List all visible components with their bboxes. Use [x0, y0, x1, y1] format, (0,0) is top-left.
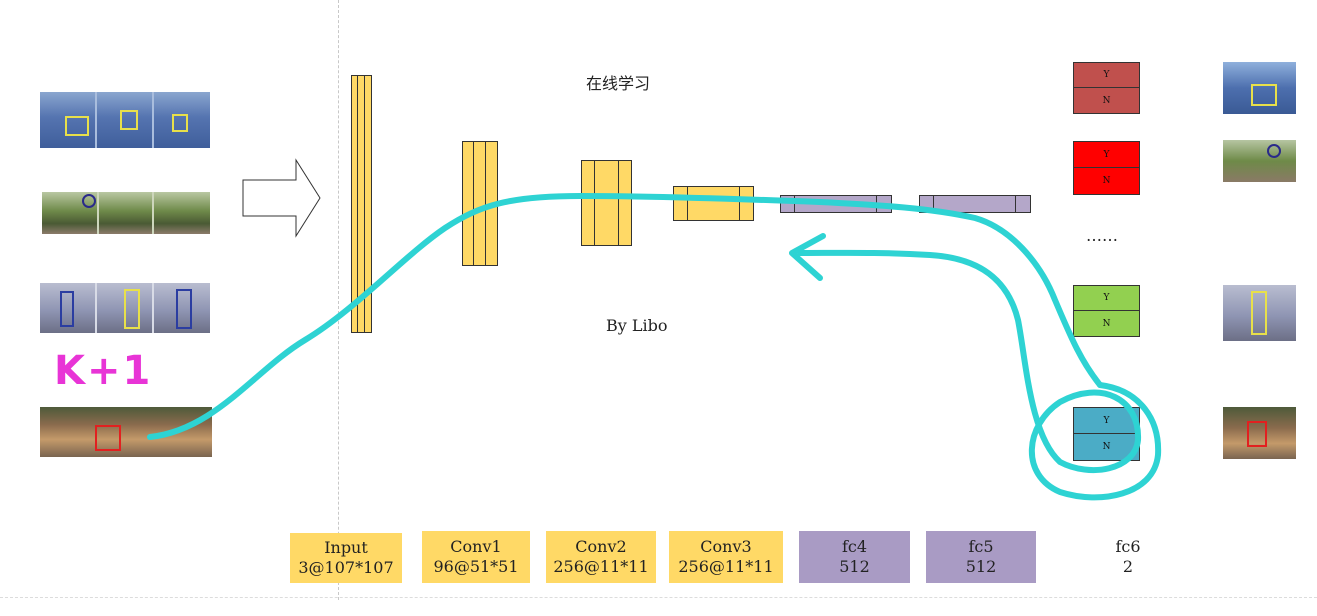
diagram-title: 在线学习 — [586, 74, 651, 93]
layer-label-fc5: fc5 512 — [926, 531, 1036, 583]
handwritten-k-plus-1: K+1 — [54, 348, 153, 394]
yn-box-2: Y N — [1073, 141, 1140, 195]
yn-box-4-no: N — [1102, 442, 1111, 452]
input-sequence-thumb-2 — [42, 192, 210, 234]
layer-label-conv2: Conv2 256@11*11 — [546, 531, 656, 583]
layer-label-fc5-name: fc5 — [968, 537, 994, 556]
input-frame-k-plus-1 — [40, 407, 212, 457]
input-sequence-thumb-3 — [40, 283, 210, 333]
input-sequence-thumb-1 — [40, 92, 210, 148]
output-thumb-1 — [1223, 62, 1296, 114]
layer-block-conv3 — [673, 186, 754, 221]
yn-box-4: Y N — [1073, 407, 1140, 461]
layer-label-fc4: fc4 512 — [799, 531, 910, 583]
yn-box-3-yes: Y — [1074, 286, 1139, 311]
diagram-credit: By Libo — [606, 316, 668, 335]
layer-label-fc6-size: 2 — [1122, 557, 1134, 576]
output-thumb-2 — [1223, 140, 1296, 182]
layer-label-fc6-name: fc6 — [1115, 537, 1141, 556]
section-divider — [338, 0, 339, 600]
layer-block-fc5 — [919, 195, 1031, 213]
layer-label-conv3-size: 256@11*11 — [678, 557, 774, 576]
layer-block-conv2 — [581, 160, 632, 246]
bottom-divider — [0, 597, 1317, 598]
yn-box-1-yes: Y — [1074, 63, 1139, 88]
layer-label-conv3: Conv3 256@11*11 — [669, 531, 783, 583]
layer-label-conv2-size: 256@11*11 — [553, 557, 649, 576]
layer-label-input-name: Input — [324, 538, 368, 557]
yn-box-2-yes: Y — [1074, 142, 1139, 168]
layer-label-conv3-name: Conv3 — [700, 537, 752, 556]
feedback-arrowhead-icon — [789, 233, 826, 281]
layer-label-input: Input 3@107*107 — [290, 533, 402, 583]
ellipsis: …… — [1086, 226, 1118, 245]
yn-box-3-no: N — [1102, 318, 1111, 329]
layer-block-input — [351, 75, 372, 333]
layer-block-conv1 — [462, 141, 498, 266]
layer-label-fc4-size: 512 — [839, 557, 870, 576]
yn-box-3: Y N — [1073, 285, 1140, 337]
layer-label-conv1-name: Conv1 — [450, 537, 502, 556]
layer-label-conv1-size: 96@51*51 — [433, 557, 519, 576]
yn-box-1: Y N — [1073, 62, 1140, 114]
layer-label-fc5-size: 512 — [965, 557, 997, 576]
yn-box-2-no: N — [1102, 176, 1111, 186]
yn-box-1-no: N — [1102, 95, 1111, 106]
layer-label-conv2-name: Conv2 — [575, 537, 627, 556]
yn-box-4-yes: Y — [1074, 408, 1139, 434]
layer-label-conv1: Conv1 96@51*51 — [422, 531, 530, 583]
layer-block-fc4 — [780, 195, 892, 213]
layer-label-fc4-name: fc4 — [841, 537, 868, 556]
layer-label-input-size: 3@107*107 — [298, 558, 394, 577]
output-thumb-4 — [1223, 407, 1296, 459]
output-thumb-3 — [1223, 285, 1296, 341]
layer-label-fc6: fc6 2 — [1076, 531, 1180, 583]
